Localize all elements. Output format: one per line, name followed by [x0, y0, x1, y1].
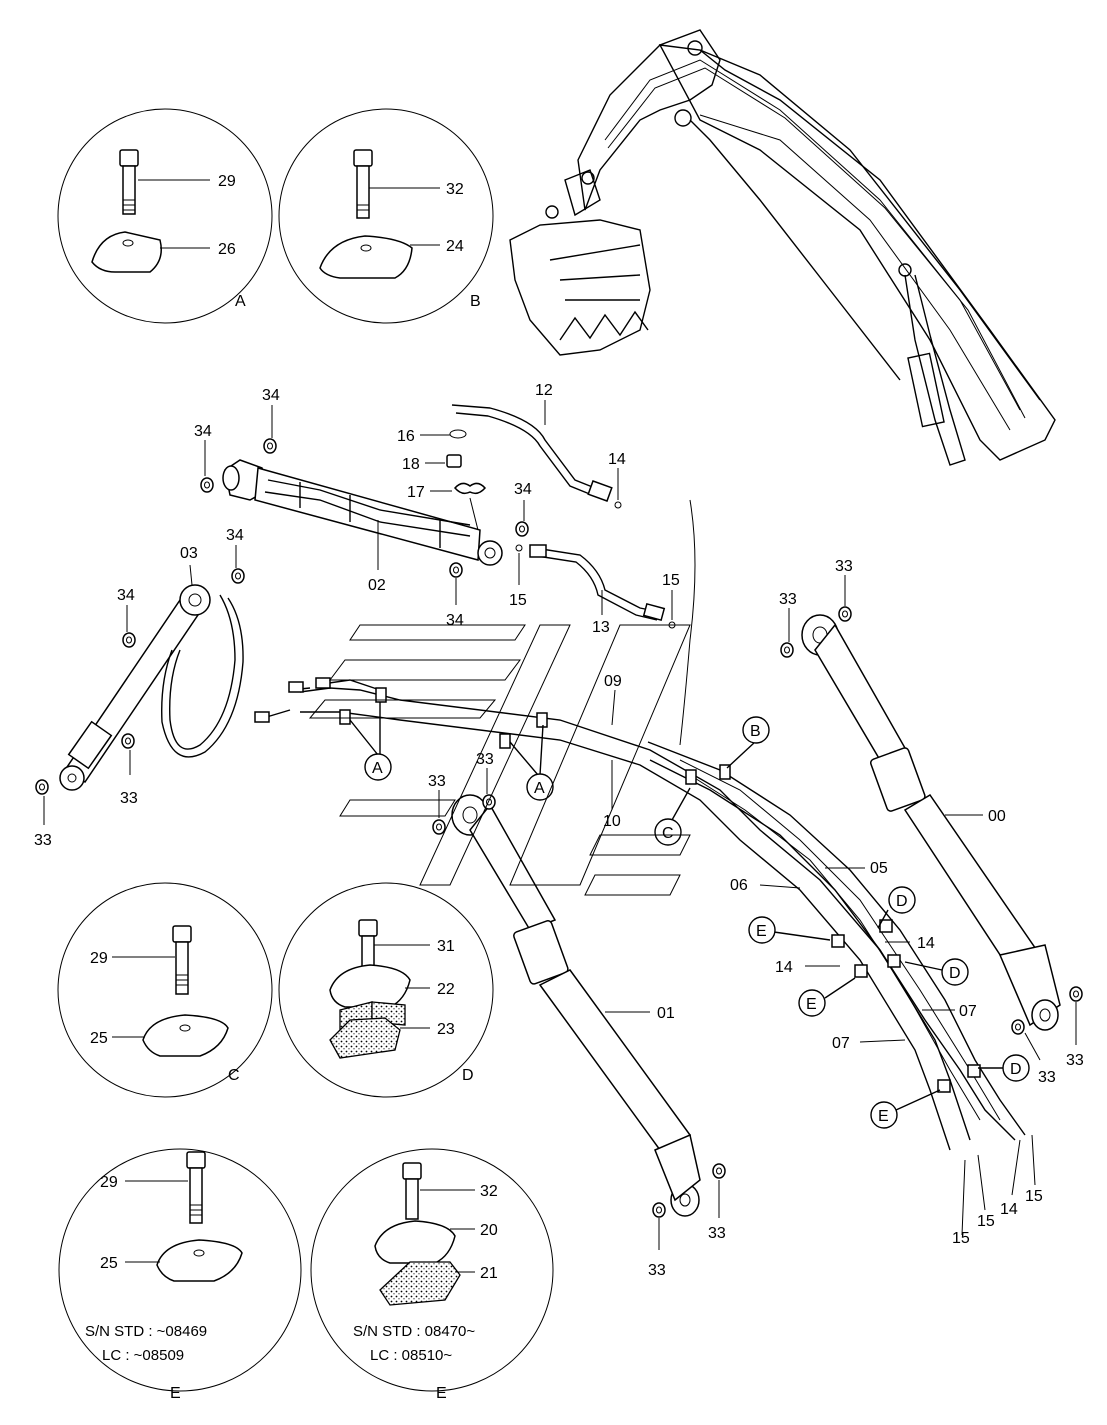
label-24: 24: [446, 238, 464, 255]
view-callouts: A A B C D D D E E E: [349, 702, 1030, 1129]
label-21: 21: [480, 1265, 498, 1282]
label-33-h: 33: [835, 558, 853, 575]
label-16: 16: [397, 428, 415, 445]
label-23: 23: [437, 1021, 455, 1038]
view-label-c: C: [228, 1067, 240, 1084]
boom-cylinder-right: 33 33 00 33 33: [779, 558, 1084, 1086]
callout-a-1: A: [372, 760, 383, 777]
label-07-a: 07: [959, 1003, 977, 1020]
label-34-c: 34: [514, 481, 532, 498]
label-13: 13: [592, 619, 610, 636]
excavator-arm-overview: [509, 29, 1056, 466]
detail-view-b: 32 24 B: [278, 108, 494, 324]
label-33-i: 33: [1038, 1069, 1056, 1086]
serial-new-lc: LC : 08510~: [370, 1347, 452, 1364]
label-09: 09: [604, 673, 622, 690]
label-33-j: 33: [1066, 1052, 1084, 1069]
label-15-b2: 15: [977, 1213, 995, 1230]
detail-view-e-new: 32 20 21 S/N STD : 08470~ LC : 08510~ E: [310, 1148, 554, 1402]
view-label-b: B: [470, 293, 481, 310]
label-06: 06: [730, 877, 748, 894]
view-label-e-new: E: [436, 1385, 447, 1402]
label-14-b3: 14: [1000, 1201, 1018, 1218]
label-07-b: 07: [832, 1035, 850, 1052]
label-05: 05: [870, 860, 888, 877]
callout-e-2: E: [806, 996, 817, 1013]
label-33-c: 33: [428, 773, 446, 790]
label-20: 20: [480, 1222, 498, 1239]
callout-d-3: D: [1010, 1061, 1022, 1078]
serial-old-lc: LC : ~08509: [102, 1347, 184, 1364]
serial-old-std: S/N STD : ~08469: [85, 1323, 207, 1340]
label-22: 22: [437, 981, 455, 998]
label-14-b: 14: [775, 959, 793, 976]
label-32: 32: [446, 181, 464, 198]
label-34-f: 34: [117, 587, 135, 604]
view-label-d: D: [462, 1067, 474, 1084]
label-29-c: 29: [90, 950, 108, 967]
label-01: 01: [657, 1005, 675, 1022]
label-31: 31: [437, 938, 455, 955]
label-26: 26: [218, 241, 236, 258]
callout-d-1: D: [896, 893, 908, 910]
label-25-e: 25: [100, 1255, 118, 1272]
label-34-a: 34: [262, 387, 280, 404]
label-15-mid: 15: [662, 572, 680, 589]
label-17: 17: [407, 484, 425, 501]
label-34-d: 34: [446, 612, 464, 629]
callout-c: C: [662, 825, 674, 842]
bucket-cylinder-assembly: 34 34 34 34 02 16 18 17 12 14 15: [194, 382, 680, 636]
label-25-c: 25: [90, 1030, 108, 1047]
label-00: 00: [988, 808, 1006, 825]
label-33-f: 33: [648, 1262, 666, 1279]
label-18: 18: [402, 456, 420, 473]
label-15-b4: 15: [1025, 1188, 1043, 1205]
callout-a-2: A: [534, 780, 545, 797]
label-33-a: 33: [120, 790, 138, 807]
label-33-d: 33: [476, 751, 494, 768]
view-label-a: A: [235, 293, 246, 310]
label-29-e: 29: [100, 1174, 118, 1191]
arm-cylinder-left: 34 34 03 33 33: [34, 527, 245, 849]
label-32-e: 32: [480, 1183, 498, 1200]
label-34-e: 34: [226, 527, 244, 544]
label-15-top: 15: [509, 592, 527, 609]
label-15-b1: 15: [952, 1230, 970, 1247]
detail-view-e-old: 29 25 S/N STD : ~08469 LC : ~08509 E: [58, 1148, 302, 1402]
label-03: 03: [180, 545, 198, 562]
callout-d-2: D: [949, 965, 961, 982]
boom-cylinder-center: 33 33 01 33 33: [428, 751, 726, 1279]
label-12: 12: [535, 382, 553, 399]
callout-e-3: E: [878, 1108, 889, 1125]
label-29: 29: [218, 173, 236, 190]
serial-new-std: S/N STD : 08470~: [353, 1323, 475, 1340]
label-10: 10: [603, 813, 621, 830]
callout-b: B: [750, 723, 761, 740]
label-14-a: 14: [917, 935, 935, 952]
label-14-top: 14: [608, 451, 626, 468]
label-33-b: 33: [34, 832, 52, 849]
label-33-g: 33: [779, 591, 797, 608]
detail-view-a: 29 26 A: [57, 108, 273, 324]
watermark-logo: [308, 624, 691, 896]
view-label-e-old: E: [170, 1385, 181, 1402]
callout-e-1: E: [756, 923, 767, 940]
label-02: 02: [368, 577, 386, 594]
label-34-b: 34: [194, 423, 212, 440]
detail-view-c: 29 25 C: [57, 882, 273, 1098]
label-33-e: 33: [708, 1225, 726, 1242]
detail-view-d: 31 22 23 D: [278, 882, 494, 1098]
main-hydraulic-lines: 09 10 05 06 07 07 14 14 15 15 14 15: [254, 499, 1043, 1247]
